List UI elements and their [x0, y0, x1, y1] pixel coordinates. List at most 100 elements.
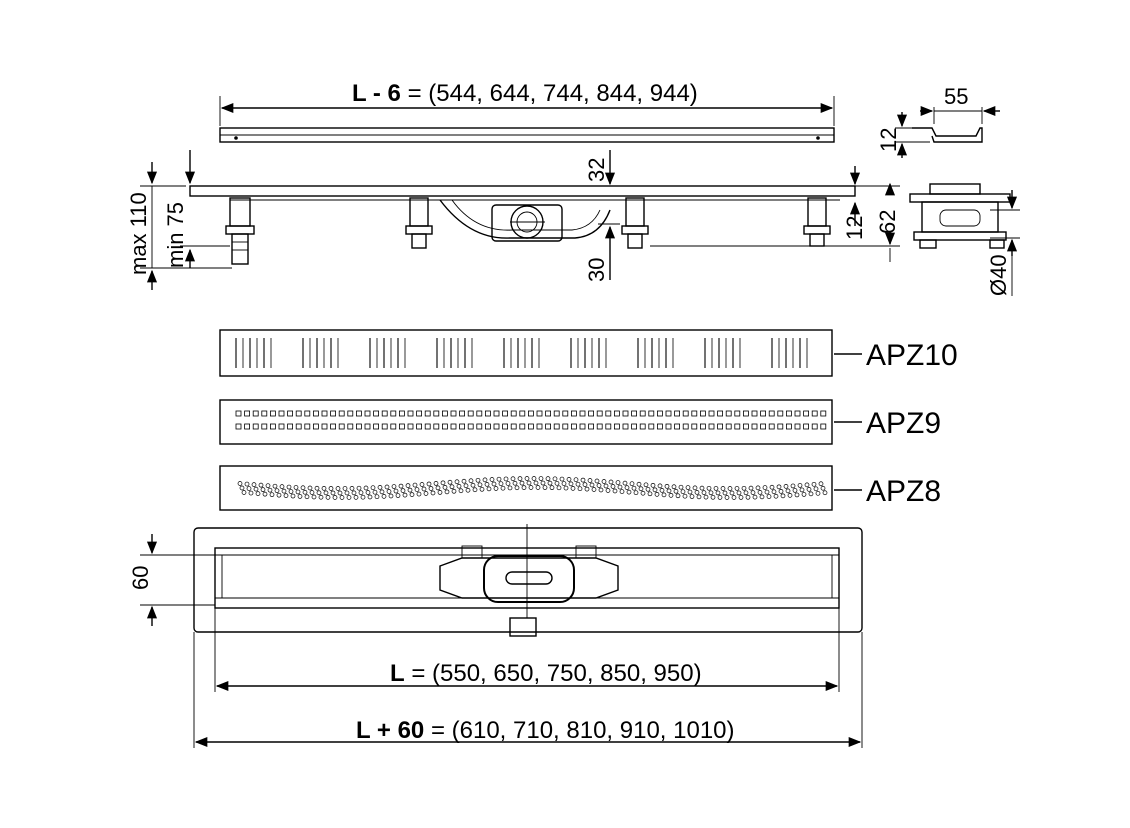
grating-dot [335, 486, 341, 491]
grating-dot [542, 485, 548, 490]
grating-dot [792, 488, 798, 493]
grating-dot [363, 485, 369, 491]
grating-square [433, 410, 440, 417]
grating-dot [451, 488, 457, 494]
grating-dot [605, 488, 611, 493]
grating-dot [554, 480, 560, 486]
grating-dot [260, 487, 266, 493]
top-width-dimension: L - 6 = (544, 644, 744, 844, 944) [352, 80, 698, 107]
grating-square [390, 423, 397, 430]
grating-square [278, 423, 285, 430]
grating-dot [731, 495, 737, 500]
grating-dot [822, 490, 828, 496]
grating-square [312, 410, 319, 417]
outlet-diameter-label: Ø40 [986, 254, 1011, 296]
grating-dot [519, 480, 525, 486]
grating-square [811, 423, 818, 430]
grating-square [278, 410, 285, 417]
grating-square [287, 410, 294, 417]
grating-dot [391, 484, 397, 489]
grating-dot [503, 476, 509, 482]
grating-dot [811, 481, 817, 487]
leg-2 [405, 197, 433, 249]
grating-square [261, 423, 268, 430]
grating-dot [710, 494, 716, 500]
grating-dot [538, 476, 544, 481]
grating-dot [293, 485, 299, 490]
grating-dot [591, 487, 597, 492]
grating-apz9 [219, 399, 862, 445]
grating-dot [356, 485, 362, 491]
side-view-channel [189, 185, 856, 265]
grating-dot [631, 485, 637, 491]
grating-square [235, 423, 242, 430]
grating-dot [601, 479, 607, 484]
grating-square [579, 423, 586, 430]
grating-square [502, 410, 509, 417]
grating-dot [337, 490, 343, 496]
grating-dot [307, 485, 313, 491]
grating-dot [288, 489, 294, 494]
grating-square [330, 423, 337, 430]
grating-dot [458, 488, 464, 494]
grating-dot [279, 484, 285, 489]
grating-dot [419, 482, 425, 487]
grating-label-apz10: APZ10 [866, 339, 958, 372]
grating-square [820, 423, 827, 430]
grating-dot [442, 484, 448, 490]
grating-dot [521, 485, 527, 490]
grating-dot [482, 477, 488, 483]
grating-dot [682, 493, 688, 499]
grating-dot [561, 481, 567, 486]
grating-square [424, 423, 431, 430]
grating-dot [456, 483, 462, 489]
grating-dot [636, 481, 642, 487]
grating-square [450, 423, 457, 430]
leg-1 [225, 197, 255, 265]
profile-width-label: 55 [944, 84, 968, 109]
grating-square [777, 410, 784, 417]
grating-dot [666, 488, 672, 494]
grating-square [295, 423, 302, 430]
plan-outlet-assembly [439, 524, 619, 637]
grating-dot [388, 493, 394, 499]
grating-dot [531, 476, 537, 481]
grating-dot [729, 490, 735, 496]
grating-square [682, 423, 689, 430]
grating-dot [794, 492, 800, 498]
grating-square [321, 423, 328, 430]
grating-square [373, 410, 380, 417]
grating-dot [367, 494, 373, 500]
grating-dot [302, 489, 308, 495]
grating-dot [314, 485, 320, 491]
grating-dot [283, 493, 289, 498]
grating-square [381, 410, 388, 417]
grating-square [398, 423, 405, 430]
grating-dot [675, 493, 681, 499]
grating-dot [535, 485, 541, 490]
grating-dot [650, 482, 656, 488]
grating-label-apz8: APZ8 [866, 475, 941, 508]
grating-dot [309, 490, 315, 495]
grating-dot [295, 489, 301, 495]
grating-dot [372, 489, 378, 495]
grating-dot [248, 490, 254, 496]
grating-dot [423, 491, 429, 496]
grating-dot [713, 486, 719, 491]
grating-square [708, 423, 715, 430]
grating-square [760, 423, 766, 430]
grating-dot [440, 480, 446, 486]
grating-dot [566, 477, 572, 482]
grating-dot [568, 481, 574, 487]
grating-dot [323, 490, 329, 496]
grating-dot [598, 487, 604, 493]
grating-dot [412, 482, 418, 488]
grating-square [433, 423, 440, 430]
grating-square [768, 410, 775, 417]
grating-dot [778, 488, 784, 494]
grating-dot [659, 488, 665, 493]
grating-dot [813, 486, 819, 492]
grating-dot [769, 484, 775, 490]
grating-square [424, 410, 431, 417]
